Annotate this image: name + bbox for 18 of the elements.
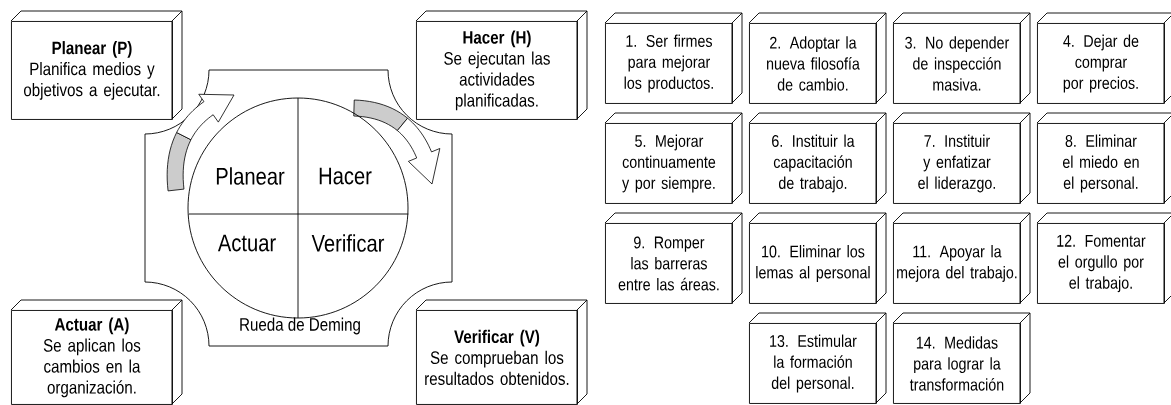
principle-box: 9. Romper las barreras entre las áreas. [604, 212, 743, 304]
principle-box: 1. Ser firmes para mejorar los productos. [604, 12, 743, 104]
principle-box: 12. Fomentar el orgullo por el trabajo. [1036, 212, 1171, 304]
principle-box: 5. Mejorar continuamente y por siempre. [604, 112, 743, 204]
text-box: Planear (P) Planifica medios y objetivos a ejecutar. [10, 10, 183, 120]
principle-box: 13. Estimular la formación del personal. [748, 312, 887, 404]
principle-box: 6. Instituir la capacitación de trabajo. [748, 112, 887, 204]
principle-box: 7. Instituir y enfatizar el liderazgo. [892, 112, 1031, 204]
principle-box: 4. Dejar de comprar por precios. [1036, 12, 1171, 104]
text-box: Verificar (V) Se comprueban los resultados obtenidos. [415, 299, 588, 405]
principle-box: 8. Eliminar el miedo en el personal. [1036, 112, 1171, 204]
text-box: Hacer (H) Se ejecutan las actividades planificadas. [415, 10, 588, 120]
principle-box: 3. No depender de inspección masiva. [892, 12, 1031, 104]
principle-box: 10. Eliminar los lemas al personal [748, 212, 887, 304]
text-box: Actuar (A) Se aplican los cambios en la organización. [10, 299, 183, 405]
principle-box: 14. Medidas para lograr la transformación [892, 312, 1031, 404]
principle-box: 11. Apoyar la mejora del trabajo. [892, 212, 1031, 304]
principle-box: 2. Adoptar la nueva filosofía de cambio. [748, 12, 887, 104]
